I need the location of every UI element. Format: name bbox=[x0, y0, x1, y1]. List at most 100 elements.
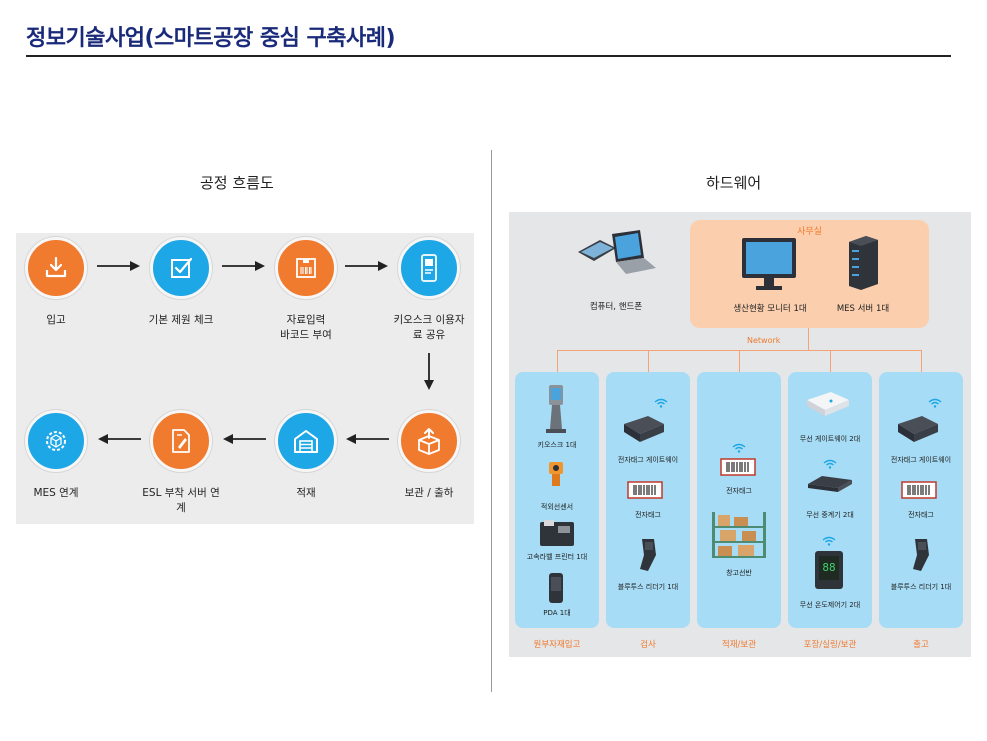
step-circle bbox=[150, 410, 212, 472]
device-label: 전자태그 게이트웨이 bbox=[617, 456, 679, 464]
device-label: 전자태그 게이트웨이 bbox=[890, 456, 952, 464]
network-line bbox=[648, 350, 649, 372]
process-heading: 공정 흐름도 bbox=[200, 174, 274, 192]
arrow-down-icon bbox=[424, 353, 434, 390]
device-label: 창고선반 bbox=[726, 569, 752, 577]
device-label: PDA 1대 bbox=[543, 609, 571, 617]
wireless-gateway-icon bbox=[807, 392, 849, 416]
arrow-left-icon bbox=[223, 434, 266, 444]
device-label: 무선 게이트웨이 2대 bbox=[799, 435, 861, 443]
wifi-icon bbox=[654, 398, 668, 408]
step-circle bbox=[150, 237, 212, 299]
process-step-2: 기본 제원 체크 bbox=[116, 237, 246, 328]
step-circle bbox=[398, 237, 460, 299]
device-label: 고속라벨 프린터 1대 bbox=[526, 553, 588, 561]
step-label: MES 연계 bbox=[33, 487, 79, 499]
zone-name: 원부자재입고 bbox=[533, 640, 581, 650]
warehouse-shelf-icon bbox=[712, 512, 766, 558]
warehouse-icon bbox=[294, 430, 318, 453]
process-step-8: MES 연계 bbox=[0, 410, 121, 501]
office-title: 사무실 bbox=[797, 227, 822, 237]
rfid-tag-icon bbox=[901, 481, 937, 499]
process-flow-panel bbox=[16, 233, 474, 524]
device-label: 키오스크 1대 bbox=[537, 441, 577, 449]
zone-inspection bbox=[606, 372, 690, 628]
infrared-sensor-icon bbox=[549, 462, 563, 486]
download-icon bbox=[45, 256, 67, 278]
device-label: 블루투스 리더기 1대 bbox=[890, 583, 952, 591]
step-circle bbox=[25, 237, 87, 299]
checkbox-icon bbox=[171, 257, 193, 278]
step-label: 입고 bbox=[46, 314, 66, 326]
device-label: MES 서버 1대 bbox=[836, 304, 890, 314]
hardware-heading: 하드웨어 bbox=[706, 174, 762, 192]
arrow-right-icon bbox=[345, 261, 388, 271]
step-label: 적재 bbox=[296, 487, 316, 499]
document-tag-icon bbox=[172, 429, 190, 453]
kiosk-device-icon bbox=[546, 385, 566, 433]
wifi-icon bbox=[823, 459, 837, 469]
wifi-icon bbox=[822, 536, 836, 546]
device-label: 전자태그 bbox=[635, 511, 661, 519]
network-line bbox=[830, 350, 831, 372]
arrow-left-icon bbox=[98, 434, 141, 444]
device-label: 컴퓨터, 핸드폰 bbox=[589, 302, 643, 312]
step-circle bbox=[25, 410, 87, 472]
box-upload-icon bbox=[418, 428, 440, 455]
network-line bbox=[808, 328, 809, 350]
device-label: 블루투스 리더기 1대 bbox=[617, 583, 679, 591]
process-step-5: 보관 / 출하 bbox=[364, 410, 494, 501]
device-label: 무선 온도제어기 2대 bbox=[799, 601, 861, 609]
server-rack-icon bbox=[849, 236, 878, 290]
wifi-icon bbox=[732, 443, 746, 453]
step-circle bbox=[275, 410, 337, 472]
network-line bbox=[557, 350, 558, 372]
zone-storage bbox=[697, 372, 781, 628]
wifi-icon bbox=[928, 398, 942, 408]
process-step-6: 적재 bbox=[241, 410, 371, 501]
device-label: 전자태그 bbox=[726, 487, 752, 495]
network-label: Network bbox=[747, 336, 781, 345]
device-label: 생산현황 모니터 1대 bbox=[733, 304, 807, 314]
arrow-right-icon bbox=[222, 261, 265, 271]
monitor-icon bbox=[742, 238, 796, 290]
process-step-1: 입고 bbox=[0, 237, 121, 328]
rfid-gateway-icon bbox=[898, 416, 938, 442]
zone-name: 검사 bbox=[640, 640, 656, 650]
laptop-phone-icon bbox=[578, 230, 656, 274]
step-circle bbox=[275, 237, 337, 299]
temperature-controller-icon: 88 bbox=[815, 551, 843, 589]
arrow-right-icon bbox=[97, 261, 140, 271]
column-divider bbox=[491, 150, 492, 692]
zone-shipping bbox=[879, 372, 963, 628]
arrow-left-icon bbox=[346, 434, 389, 444]
title-divider bbox=[26, 55, 951, 57]
page-title: 정보기술사업(스마트공장 중심 구축사례) bbox=[26, 26, 396, 51]
network-line bbox=[921, 350, 922, 372]
rfid-tag-icon bbox=[720, 458, 756, 476]
step-label: 보관 / 출하 bbox=[404, 487, 454, 499]
rfid-tag-icon bbox=[627, 481, 663, 499]
office-box bbox=[690, 220, 929, 328]
device-label: 적외선센서 bbox=[540, 503, 574, 511]
wireless-repeater-icon bbox=[808, 476, 852, 492]
rfid-gateway-icon bbox=[624, 416, 664, 442]
step-label: 기본 제원 체크 bbox=[148, 314, 214, 326]
kiosk-icon bbox=[421, 254, 437, 282]
zone-name: 적재/보관 bbox=[721, 640, 757, 650]
gear-cube-icon bbox=[46, 431, 66, 451]
network-line bbox=[739, 350, 740, 372]
pda-icon bbox=[549, 573, 563, 603]
device-label: 무선 중계기 2대 bbox=[806, 511, 854, 519]
bluetooth-reader-icon bbox=[640, 539, 656, 571]
svg-text:88: 88 bbox=[822, 561, 835, 574]
zone-name: 포장/실링/보관 bbox=[803, 640, 857, 650]
step-circle bbox=[398, 410, 460, 472]
label-printer-icon bbox=[540, 520, 574, 546]
